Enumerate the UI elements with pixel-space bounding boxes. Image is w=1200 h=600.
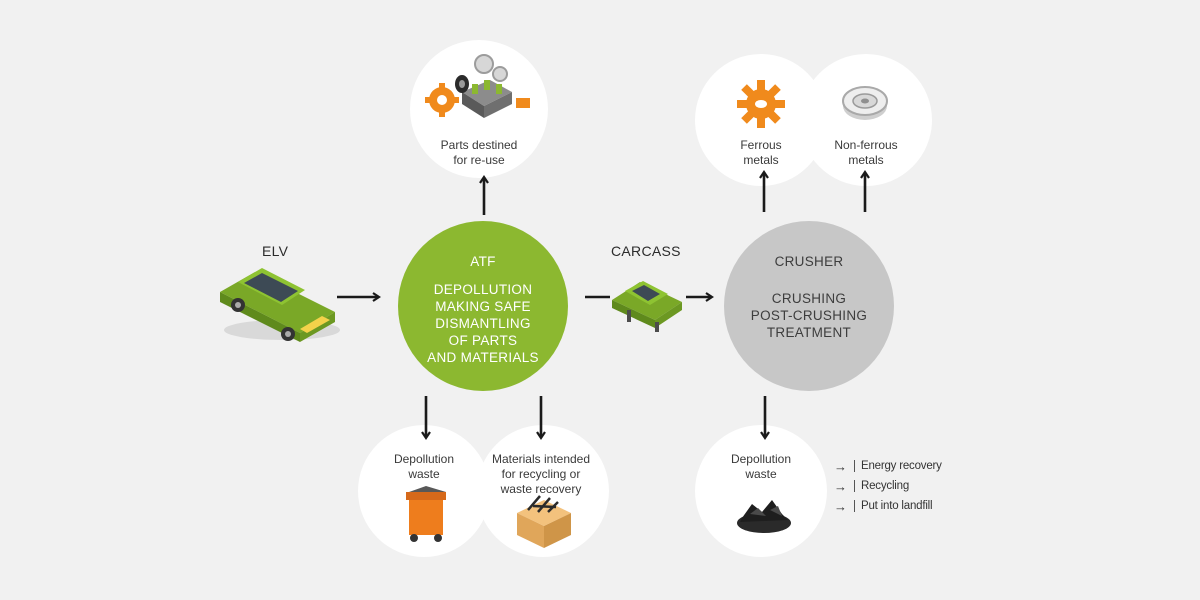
non-ferrous-line: metals [848, 153, 884, 167]
crate-icon [517, 495, 571, 548]
outcome-label: Energy recovery [861, 460, 942, 472]
atf-line: MAKING SAFE [435, 299, 531, 314]
divider [854, 500, 855, 512]
car-icon [220, 268, 340, 342]
outcome-item: → Put into landfill [834, 496, 942, 516]
outcome-label: Recycling [861, 480, 910, 492]
materials-recycling-label: Materials intended for recycling or wast… [477, 452, 605, 497]
ferrous-line: metals [743, 153, 779, 167]
atf-line: DISMANTLING [435, 316, 531, 331]
atf-circle [398, 221, 568, 391]
arrow-right-icon: → [834, 458, 847, 474]
parts-reuse-line: for re-use [453, 153, 505, 167]
waste-bin-icon [406, 486, 446, 542]
depollution-waste-line: waste [408, 467, 440, 481]
divider [854, 480, 855, 492]
parts-reuse-label: Parts destined for re-use [410, 138, 548, 168]
atf-line: OF PARTS [448, 333, 518, 348]
crusher-line: CRUSHING [771, 291, 847, 306]
crusher-description: CRUSHING POST-CRUSHING TREATMENT [724, 290, 894, 341]
depollution-waste-crusher-label: Depollution waste [695, 452, 827, 482]
elv-label: ELV [262, 243, 289, 259]
crusher-line: POST-CRUSHING [750, 308, 868, 323]
materials-recycling-line: for recycling or [501, 467, 581, 481]
parts-reuse-line: Parts destined [440, 138, 518, 152]
scrap-pile-icon [737, 500, 791, 533]
arrow-right-icon: → [834, 478, 847, 494]
materials-recycling-line: Materials intended [491, 452, 591, 466]
ferrous-label: Ferrous metals [695, 138, 827, 168]
non-ferrous-circle [800, 54, 932, 186]
materials-recycling-line: waste recovery [500, 482, 582, 496]
crusher-title: CRUSHER [774, 254, 844, 269]
carcass-icon [612, 281, 682, 332]
arrow-right-icon: → [834, 498, 847, 514]
atf-description: DEPOLLUTION MAKING SAFE DISMANTLING OF P… [398, 281, 568, 366]
outcome-label: Put into landfill [861, 500, 933, 512]
outcome-item: → Energy recovery [834, 456, 942, 476]
divider [854, 460, 855, 472]
crusher-line: TREATMENT [766, 325, 852, 340]
depollution-waste-crusher-circle [695, 425, 827, 557]
non-ferrous-label: Non-ferrous metals [800, 138, 932, 168]
depollution-waste-line: Depollution [730, 452, 792, 466]
atf-title: ATF [470, 254, 496, 269]
crusher-circle [724, 221, 894, 391]
depollution-waste-line: waste [745, 467, 777, 481]
depollution-waste-atf-label: Depollution waste [358, 452, 490, 482]
non-ferrous-line: Non-ferrous [834, 138, 898, 152]
depollution-waste-line: Depollution [393, 452, 455, 466]
wheel-rim-icon [842, 86, 888, 120]
ferrous-line: Ferrous [740, 138, 782, 152]
atf-line: AND MATERIALS [427, 350, 539, 365]
outcomes-list: → Energy recovery → Recycling → Put into… [834, 456, 942, 516]
outcome-item: → Recycling [834, 476, 942, 496]
gear-icon [737, 80, 785, 128]
engine-parts-icon [425, 54, 530, 118]
carcass-label: CARCASS [611, 243, 681, 259]
atf-line: DEPOLLUTION [433, 282, 533, 297]
